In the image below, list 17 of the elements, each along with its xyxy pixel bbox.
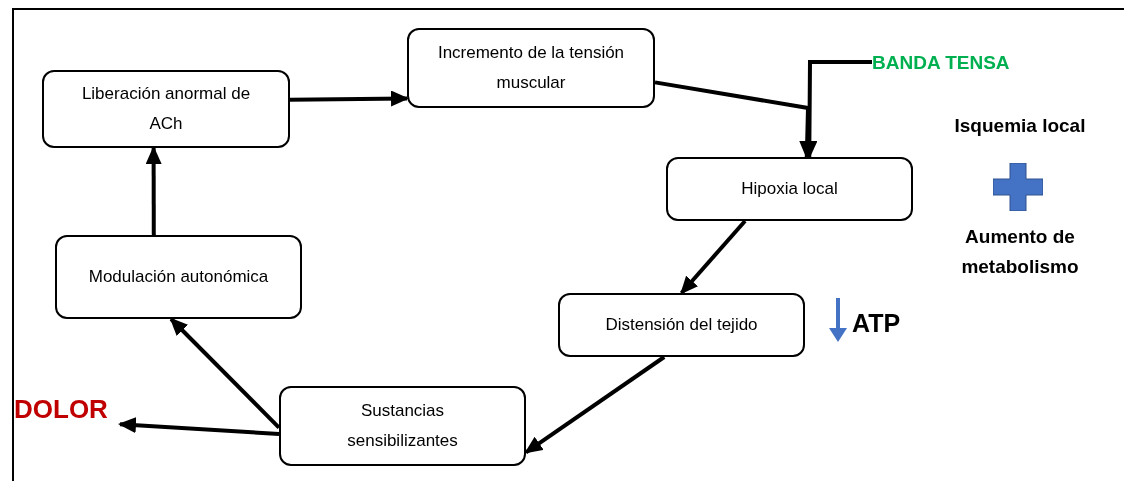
text-label: DOLOR xyxy=(14,390,120,428)
arrow xyxy=(169,317,281,429)
arrow xyxy=(289,90,409,107)
process-box: Hipoxia local xyxy=(666,157,913,221)
process-box: Liberación anormal de ACh xyxy=(42,70,290,148)
arrow xyxy=(680,219,747,295)
arrow xyxy=(118,417,280,436)
note-text: Isquemia local xyxy=(953,114,1087,138)
text-label: BANDA TENSA xyxy=(872,48,1032,78)
process-box: Incremento de la tensión muscular xyxy=(407,28,655,108)
arrow xyxy=(145,146,162,235)
arrow xyxy=(524,355,666,455)
note-text: Aumento de metabolismo xyxy=(960,225,1080,279)
process-box: Sustancias sensibilizantes xyxy=(279,386,526,466)
process-box: Distensión del tejido xyxy=(558,293,805,357)
note-text: ATP xyxy=(852,308,901,339)
process-box: Modulación autonómica xyxy=(55,235,302,319)
